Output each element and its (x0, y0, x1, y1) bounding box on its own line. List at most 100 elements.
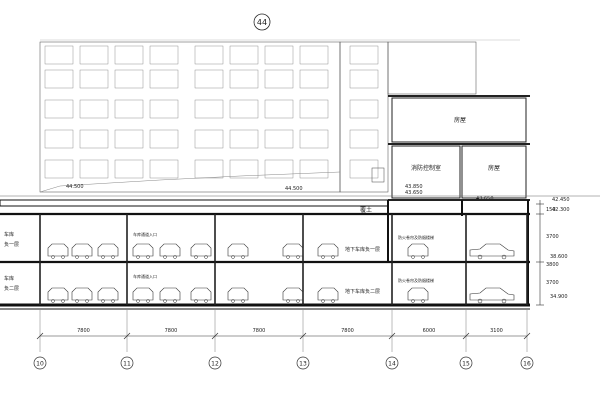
facade-window (349, 129, 379, 149)
level-right-d: 42.450 (552, 197, 570, 203)
facade-window (149, 69, 179, 89)
basement-structure (0, 195, 600, 310)
car-icon (282, 287, 304, 303)
axis-bubble (120, 356, 134, 370)
facade-window (349, 99, 379, 119)
facade-window (299, 69, 329, 89)
car-icon (47, 243, 69, 259)
level-right-a: 43.850 (405, 184, 423, 190)
right-dim-3: 3800 (546, 262, 559, 268)
axis-bubble (459, 356, 473, 370)
car-icon (132, 287, 154, 303)
facade-window (299, 45, 329, 65)
facade-window (44, 69, 74, 89)
right-elev-1: 38.600 (550, 254, 568, 260)
level-right-e: 42.300 (552, 207, 570, 213)
ramp-note-1: 车库通道入口 (133, 231, 157, 237)
facade-window (299, 99, 329, 119)
axis-bubble (208, 356, 222, 370)
car-icon (159, 243, 181, 259)
facade-window (79, 45, 109, 65)
right-note-1: 防火卷帘及防烟楼梯 (398, 234, 434, 240)
car-icon (407, 243, 429, 259)
level-ground-mid: 44.500 (285, 186, 303, 192)
car-icon (47, 287, 69, 303)
axis-label: 15 (462, 361, 470, 368)
span-dimension: 3100 (490, 328, 503, 334)
facade-window (114, 129, 144, 149)
room-upper-right: 房屋 (454, 116, 466, 124)
facade-window (229, 45, 259, 65)
axis-label: 10 (36, 361, 44, 368)
building-facade (39, 41, 530, 201)
car-side-icon (469, 287, 515, 304)
facade-window (44, 159, 74, 179)
axis-label: 14 (388, 361, 396, 368)
car-icon (317, 243, 339, 259)
right-dim-1: 150 (546, 207, 556, 213)
axis-bubble (520, 356, 534, 370)
facade-window (229, 159, 259, 179)
car-icon (97, 287, 119, 303)
b2-label-left: 负二层 (4, 285, 19, 292)
facade-window (194, 129, 224, 149)
car-side-icon (469, 243, 515, 260)
facade-window (44, 129, 74, 149)
axis-label: 13 (299, 361, 307, 368)
car-icon (227, 243, 249, 259)
facade-window (79, 99, 109, 119)
axis-bubble (296, 356, 310, 370)
room-fire-control: 消防控制室 (411, 164, 441, 172)
facade-window (349, 45, 379, 65)
facade-window (79, 129, 109, 149)
b1-label-left: 负一层 (4, 241, 19, 248)
car-icon (132, 243, 154, 259)
span-dimension: 7800 (341, 328, 354, 334)
facade-window (349, 159, 379, 179)
axis-label: 12 (211, 361, 219, 368)
car-icon (317, 287, 339, 303)
facade-window (299, 159, 329, 179)
right-dim-4: 3700 (546, 280, 559, 286)
car-icon (190, 287, 212, 303)
right-note-2: 防火卷帘及防烟楼梯 (398, 277, 434, 283)
car-icon (97, 243, 119, 259)
b2-prefix: 车库 (4, 275, 14, 282)
room-lower-right: 房屋 (488, 164, 500, 172)
facade-window (114, 159, 144, 179)
facade-window (44, 45, 74, 65)
facade-window (194, 69, 224, 89)
facade-window (299, 129, 329, 149)
facade-window (114, 69, 144, 89)
car-icon (71, 287, 93, 303)
car-icon (190, 243, 212, 259)
top-axis-bubble (253, 13, 271, 31)
top-axis-label: 44 (257, 18, 267, 27)
axis-label: 16 (523, 361, 531, 368)
car-icon (227, 287, 249, 303)
right-dimension-chain (536, 200, 544, 306)
facade-window (229, 129, 259, 149)
ramp-note-2: 车库通道入口 (133, 273, 157, 279)
car-icon (282, 243, 304, 259)
span-dimension: 7800 (253, 328, 266, 334)
car-icon (407, 287, 429, 303)
level-right-b: 43.650 (405, 190, 423, 196)
facade-window (114, 45, 144, 65)
facade-window (264, 159, 294, 179)
car-icon (159, 287, 181, 303)
level-right-c: 43.650 (476, 196, 494, 202)
right-elev-2: 34.900 (550, 294, 568, 300)
axis-bubble (33, 356, 47, 370)
facade-window (79, 159, 109, 179)
facade-window (264, 129, 294, 149)
facade-window (194, 45, 224, 65)
span-dimension: 7800 (77, 328, 90, 334)
b1-prefix: 车库 (4, 231, 14, 238)
facade-window (194, 99, 224, 119)
facade-window (114, 99, 144, 119)
facade-window (149, 99, 179, 119)
b2-center-label: 地下车库负二层 (345, 288, 380, 295)
